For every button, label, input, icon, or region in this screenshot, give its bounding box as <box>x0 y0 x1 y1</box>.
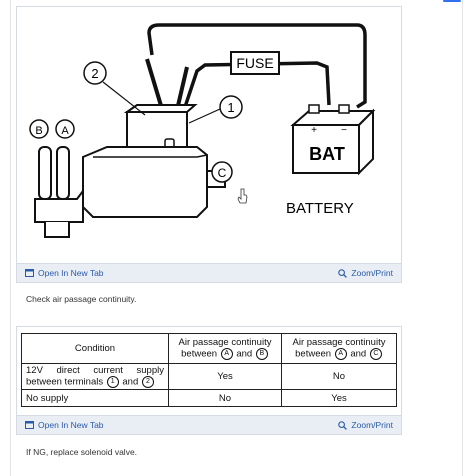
svg-text:1: 1 <box>227 100 234 115</box>
table-footer: Open In New Tab Zoom/Print <box>17 415 401 434</box>
row1-ab: Yes <box>168 363 282 390</box>
terminal-2-badge: 2 <box>141 376 154 388</box>
row1-condition: 12V direct current supply between termin… <box>21 363 169 390</box>
battery: BAT + − <box>290 104 376 176</box>
header-ab: Air passage continuity between A and B <box>168 333 282 364</box>
open-tab-icon <box>25 421 34 429</box>
open-tab-icon <box>25 269 34 277</box>
bat-text: BAT <box>309 144 345 164</box>
header-ac-line1: Air passage continuity <box>292 337 386 348</box>
zoom-print-label: Zoom/Print <box>351 268 393 278</box>
terminal-1-badge: 1 <box>106 376 119 388</box>
hand-cursor-icon <box>237 188 248 204</box>
circle-a: A <box>334 348 347 360</box>
circle-c: C <box>369 348 382 360</box>
continuity-table: Condition Air passage continuity between… <box>21 333 397 407</box>
row1-between-terminals: between terminals <box>26 376 104 388</box>
table-row: No supply No Yes <box>21 389 397 407</box>
caption-replace-valve: If NG, replace solenoid valve. <box>26 447 138 457</box>
svg-text:2: 2 <box>91 66 98 81</box>
header-ac-and: and <box>350 348 367 360</box>
row1-condition-line1: 12V direct current supply <box>26 365 164 376</box>
fuse-label: FUSE <box>236 55 273 71</box>
figure-panel: FUSE BAT + − BATTERY <box>16 6 402 283</box>
header-ab-between: between <box>181 348 218 360</box>
circle-a: A <box>220 348 233 360</box>
svg-text:C: C <box>218 166 227 180</box>
open-new-tab-label: Open In New Tab <box>38 420 104 430</box>
header-ac-between: between <box>295 348 332 360</box>
open-new-tab-label: Open In New Tab <box>38 268 104 278</box>
battery-plus: + <box>311 125 317 136</box>
callout-a: A <box>55 119 75 139</box>
table-panel: Condition Air passage continuity between… <box>16 326 402 435</box>
solenoid-valve <box>34 104 226 238</box>
row1-condition-line2: between terminals 1 and 2 <box>26 376 164 388</box>
probe-lead-right <box>175 66 189 111</box>
open-new-tab-link[interactable]: Open In New Tab <box>25 420 104 430</box>
header-ab-line1: Air passage continuity <box>178 337 272 348</box>
header-ac: Air passage continuity between A and C <box>281 333 397 364</box>
zoom-print-link[interactable]: Zoom/Print <box>338 268 393 278</box>
table-row: 12V direct current supply between termin… <box>21 363 397 390</box>
zoom-print-label: Zoom/Print <box>351 420 393 430</box>
fuse-box <box>230 51 280 75</box>
battery-label: BATTERY <box>286 200 354 217</box>
probe-lead-left <box>145 58 164 110</box>
page-border-right <box>462 0 463 476</box>
scroll-indicator <box>443 0 461 2</box>
header-ab-and: and <box>236 348 253 360</box>
circle-b: B <box>255 348 268 360</box>
open-new-tab-link[interactable]: Open In New Tab <box>25 268 104 278</box>
callout-1: 1 <box>188 95 243 124</box>
row2-condition: No supply <box>21 389 169 407</box>
row1-ac: No <box>281 363 397 390</box>
magnifier-icon <box>338 268 348 278</box>
wire-top <box>147 23 367 109</box>
caption-check-continuity: Check air passage continuity. <box>26 294 137 304</box>
row1-and: and <box>122 376 139 388</box>
solenoid-valve-diagram: FUSE BAT + − BATTERY <box>29 23 376 238</box>
magnifier-icon <box>338 420 348 430</box>
table-header-row: Condition Air passage continuity between… <box>21 333 397 364</box>
callout-c: C <box>211 161 233 183</box>
zoom-print-link[interactable]: Zoom/Print <box>338 420 393 430</box>
svg-text:B: B <box>35 125 42 137</box>
figure-footer: Open In New Tab Zoom/Print <box>17 263 401 282</box>
page-border-left <box>10 0 11 476</box>
row2-ab: No <box>168 389 282 407</box>
row2-ac: Yes <box>281 389 397 407</box>
battery-minus: − <box>341 125 347 136</box>
callout-2: 2 <box>83 61 146 116</box>
svg-text:A: A <box>61 125 69 137</box>
callout-b: B <box>29 119 49 139</box>
header-condition: Condition <box>21 333 169 364</box>
